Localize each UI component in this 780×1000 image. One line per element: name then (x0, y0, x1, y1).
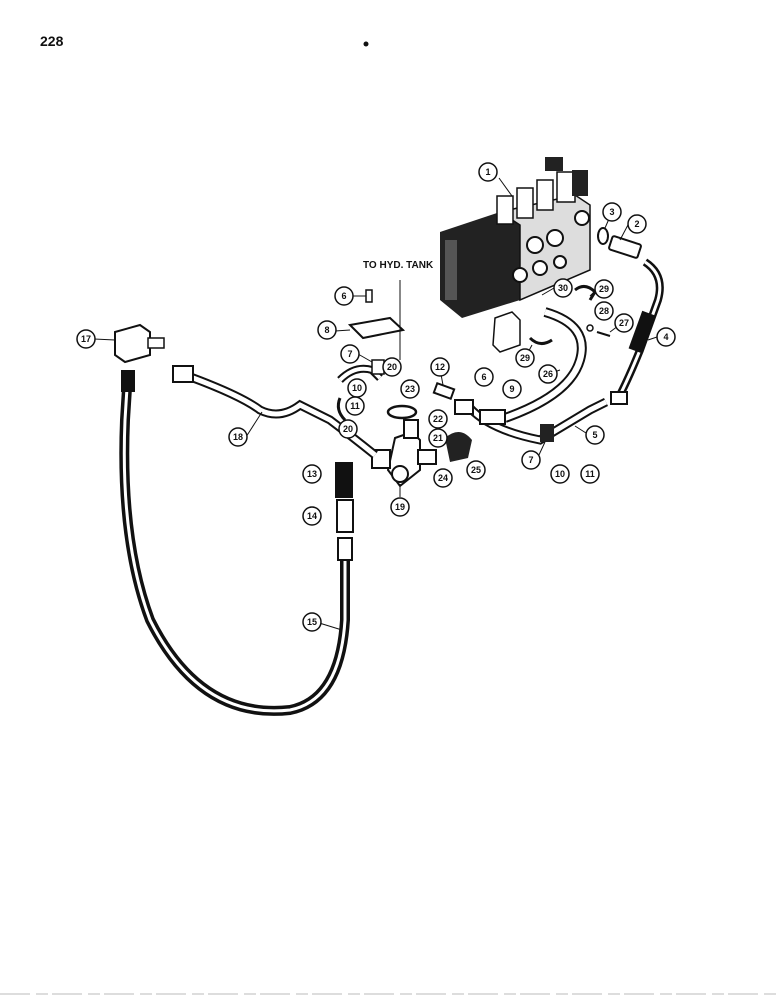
tube-26 (479, 307, 587, 425)
svg-text:23: 23 (405, 384, 415, 394)
svg-text:6: 6 (341, 291, 346, 301)
callout-29a: 29 (594, 279, 614, 299)
block-17 (114, 323, 165, 364)
fittings-13-14 (335, 462, 354, 533)
callout-15: 15 (302, 612, 322, 632)
svg-text:15: 15 (307, 617, 317, 627)
fitting-2 (597, 227, 642, 259)
callouts: 1 2 3 4 5 6 6 7 7 8 9 10 10 11 11 12 13 … (76, 162, 676, 632)
leader-lines (93, 177, 658, 631)
svg-text:10: 10 (555, 469, 565, 479)
svg-text:5: 5 (592, 430, 597, 440)
callout-20a: 20 (382, 357, 402, 377)
svg-text:12: 12 (435, 362, 445, 372)
svg-text:9: 9 (509, 384, 514, 394)
svg-text:26: 26 (543, 369, 553, 379)
page-number: 228 (40, 33, 64, 49)
callout-21: 21 (428, 428, 448, 448)
svg-text:25: 25 (471, 465, 481, 475)
svg-text:29: 29 (599, 284, 609, 294)
svg-text:28: 28 (599, 306, 609, 316)
svg-text:4: 4 (663, 332, 668, 342)
callout-12: 12 (430, 357, 450, 377)
callout-2: 2 (627, 214, 647, 234)
svg-text:14: 14 (307, 511, 317, 521)
callout-19: 19 (390, 497, 410, 517)
callout-9: 9 (502, 379, 522, 399)
callout-14: 14 (302, 506, 322, 526)
callout-6a: 6 (334, 286, 354, 306)
scan-speck (363, 41, 369, 47)
callout-29b: 29 (515, 348, 535, 368)
callout-10b: 10 (550, 464, 570, 484)
callout-6b: 6 (474, 367, 494, 387)
callout-25: 25 (466, 460, 486, 480)
plate-8 (347, 289, 406, 340)
svg-text:17: 17 (81, 334, 91, 344)
tee-assembly (336, 359, 472, 488)
callout-8: 8 (317, 320, 337, 340)
callout-4: 4 (656, 327, 676, 347)
callout-20b: 20 (338, 419, 358, 439)
svg-text:7: 7 (528, 455, 533, 465)
tube-5 (454, 397, 609, 445)
callout-24: 24 (433, 468, 453, 488)
callout-18: 18 (228, 427, 248, 447)
relief-valve (492, 311, 521, 353)
callout-10a: 10 (347, 378, 367, 398)
svg-text:20: 20 (343, 424, 353, 434)
svg-text:29: 29 (520, 353, 530, 363)
callout-3: 3 (602, 202, 622, 222)
svg-text:21: 21 (433, 433, 443, 443)
callout-11b: 11 (580, 464, 600, 484)
svg-text:2: 2 (634, 219, 639, 229)
svg-text:11: 11 (350, 401, 360, 411)
callout-1: 1 (478, 162, 498, 182)
svg-text:8: 8 (324, 325, 329, 335)
svg-text:30: 30 (558, 283, 568, 293)
svg-text:10: 10 (352, 383, 362, 393)
callout-13: 13 (302, 464, 322, 484)
callout-7a: 7 (340, 344, 360, 364)
svg-text:24: 24 (438, 473, 448, 483)
tank-note: TO HYD. TANK (363, 260, 434, 271)
svg-text:13: 13 (307, 469, 317, 479)
svg-text:1: 1 (485, 167, 490, 177)
callout-30: 30 (553, 278, 573, 298)
callout-7b: 7 (521, 450, 541, 470)
svg-text:27: 27 (619, 318, 629, 328)
callout-17: 17 (76, 329, 96, 349)
hose-4 (610, 258, 664, 405)
svg-text:22: 22 (433, 414, 443, 424)
callout-5: 5 (585, 425, 605, 445)
hose-15 (119, 370, 353, 716)
svg-text:19: 19 (395, 502, 405, 512)
svg-text:20: 20 (387, 362, 397, 372)
svg-text:3: 3 (609, 207, 614, 217)
callout-26: 26 (538, 364, 558, 384)
svg-text:7: 7 (347, 349, 352, 359)
svg-text:11: 11 (585, 469, 595, 479)
control-valve-assembly (440, 157, 591, 318)
svg-text:18: 18 (233, 432, 243, 442)
callout-22: 22 (428, 409, 448, 429)
callout-23: 23 (400, 379, 420, 399)
callout-28: 28 (594, 301, 614, 321)
callout-27: 27 (614, 313, 634, 333)
callout-11a: 11 (345, 396, 365, 416)
svg-text:6: 6 (481, 372, 486, 382)
